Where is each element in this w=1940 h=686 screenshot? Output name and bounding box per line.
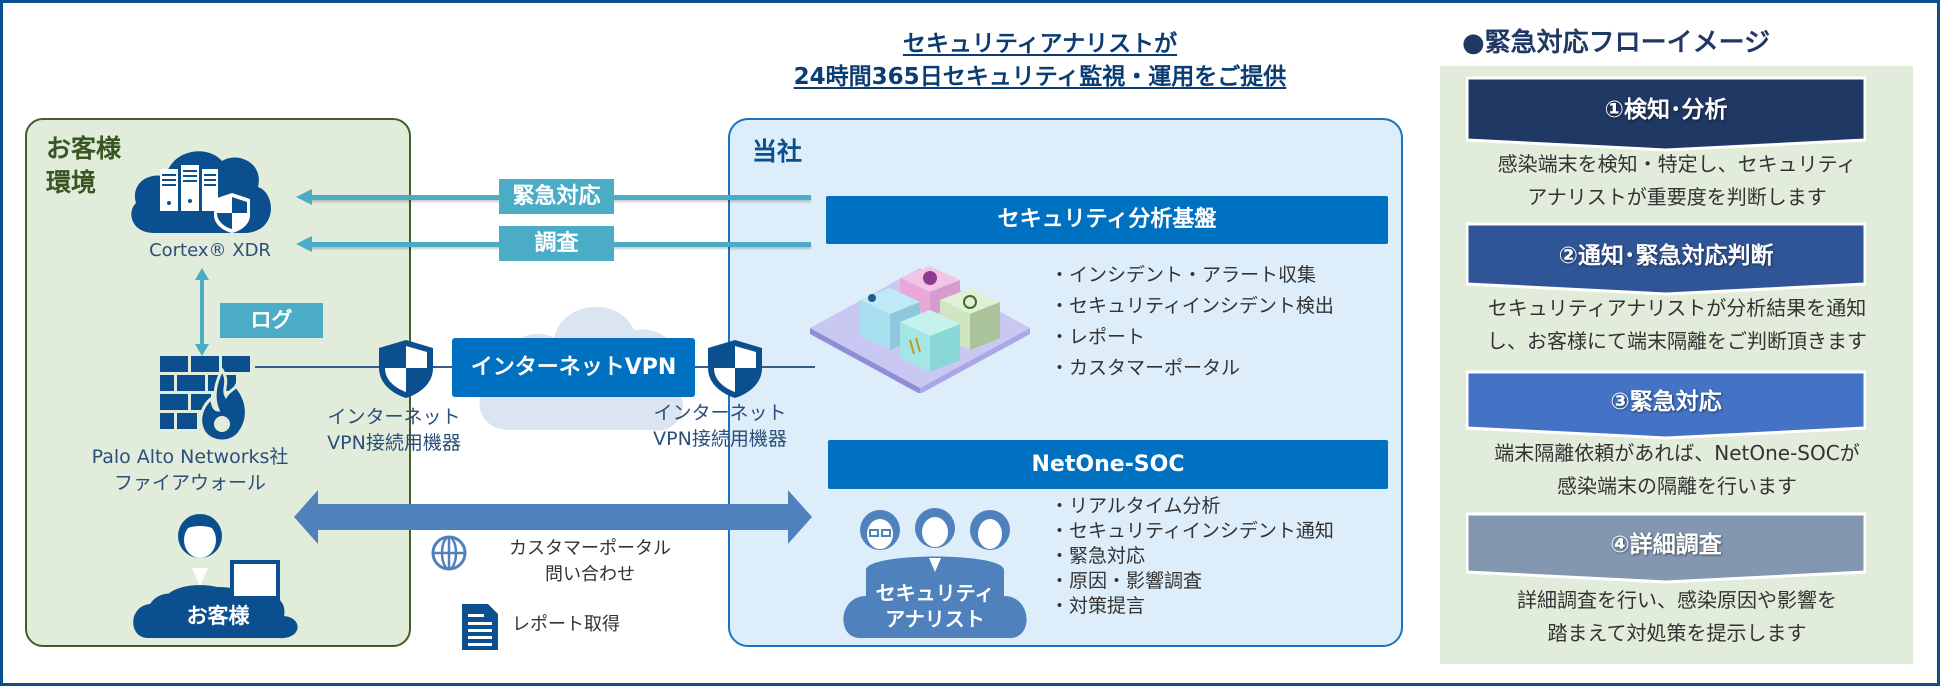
firewall-label: Palo Alto Networks社 ファイアウォール (91, 446, 289, 494)
emergency-arrowhead-icon (296, 189, 312, 205)
step-3-description: 端末隔離依頼があれば、NetOne-SOCが 感染端末の隔離を行います (1494, 441, 1860, 498)
step-1-description: 感染端末を検知・特定し、セキュリティ アナリストが重要度を判断します (1497, 152, 1857, 209)
step-2-label: ②通知･緊急対応判断 (1558, 243, 1774, 269)
platform-feature-item: ・カスタマーポータル (1050, 357, 1241, 379)
netone-soc-bar: NetOne-SOC (828, 440, 1388, 489)
soc-feature-item: ・セキュリティインシデント通知 (1050, 520, 1334, 542)
globe-icon (431, 535, 467, 571)
vpn-device-left-shield-icon (379, 340, 433, 398)
report-document-icon (462, 604, 498, 650)
log-tag: ログ (220, 303, 323, 338)
headline-line-2: 24時間365日セキュリティ監視・運用をご提供 (793, 64, 1287, 90)
firewall-icon (160, 356, 250, 443)
report-retrieval-label: レポート取得 (512, 614, 620, 635)
customer-portal-double-arrow (294, 490, 812, 544)
investigation-arrowhead-icon (296, 236, 312, 252)
flow-step-3: ③緊急対応 (1466, 370, 1866, 442)
platform-feature-item: ・セキュリティインシデント検出 (1050, 295, 1334, 317)
cortex-xdr-label: Cortex® XDR (149, 240, 271, 261)
headline: セキュリティアナリストが 24時間365日セキュリティ監視・運用をご提供 (720, 28, 1360, 94)
step-2-chevron (1466, 222, 1866, 296)
soc-feature-item: ・緊急対応 (1050, 545, 1146, 567)
platform-feature-item: ・インシデント・アラート収集 (1050, 264, 1317, 286)
soc-feature-item: ・対策提言 (1050, 595, 1146, 617)
investigation-tag: 調査 (499, 226, 614, 261)
step-4-description: 詳細調査を行い、感染原因や影響を 踏まえて対処策を提示します (1517, 588, 1837, 645)
analysis-platform-cubes-icon (810, 266, 1030, 393)
emergency-flow-title: ●緊急対応フローイメージ (1462, 28, 1771, 58)
vpn-device-left-label: インターネット VPN接続用機器 (327, 406, 461, 454)
step-1-label: ①検知･分析 (1604, 97, 1728, 123)
platform-feature-item: ・レポート (1050, 326, 1146, 348)
step-4-chevron (1466, 512, 1866, 584)
security-analysts-icon (843, 508, 1027, 638)
flow-step-2: ②通知･緊急対応判断 (1466, 222, 1866, 298)
customer-person-icon (133, 514, 298, 639)
emergency-response-tag: 緊急対応 (499, 179, 614, 214)
customer-portal-inquiry-label: カスタマーポータル 問い合わせ (509, 538, 671, 585)
vpn-device-right-shield-icon (708, 340, 762, 398)
platform-feature-list: ・インシデント・アラート収集 ・セキュリティインシデント検出 ・レポート ・カス… (1050, 260, 1334, 384)
step-3-label: ③緊急対応 (1610, 389, 1722, 415)
security-analysis-platform-bar: セキュリティ分析基盤 (826, 196, 1388, 244)
internet-vpn-label: インターネットVPN (452, 338, 695, 397)
step-1-chevron (1466, 76, 1866, 152)
soc-feature-list: ・リアルタイム分析 ・セキュリティインシデント通知 ・緊急対応 ・原因・影響調査… (1050, 494, 1334, 619)
flow-step-1: ①検知･分析 (1466, 76, 1866, 152)
step-2-description: セキュリティアナリストが分析結果を通知 し、お客様にて端末隔離をご判断頂きます (1487, 296, 1867, 353)
step-4-label: ④詳細調査 (1610, 532, 1722, 558)
soc-feature-item: ・原因・影響調査 (1050, 570, 1203, 592)
vpn-device-right-label: インターネット VPN接続用機器 (653, 402, 787, 450)
step-3-chevron (1466, 370, 1866, 440)
log-vertical-arrow (195, 268, 209, 356)
cortex-xdr-cloud-icon (131, 151, 271, 233)
soc-feature-item: ・リアルタイム分析 (1050, 495, 1221, 517)
security-analyst-label: セキュリティ アナリスト (875, 581, 995, 631)
flow-step-4: ④詳細調査 (1466, 512, 1866, 586)
customer-environment-title: お客様 環境 (46, 134, 122, 197)
company-title: 当社 (752, 137, 803, 166)
headline-line-1: セキュリティアナリストが (902, 31, 1178, 57)
customer-label: お客様 (186, 604, 250, 628)
